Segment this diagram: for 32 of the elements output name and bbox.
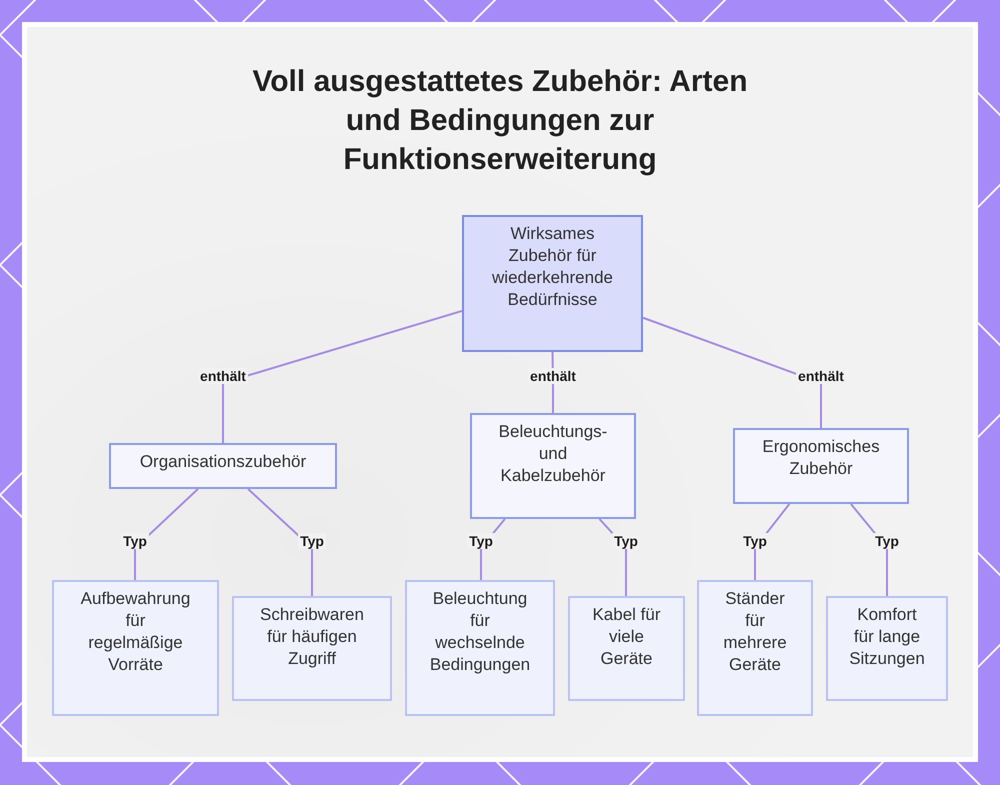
edge-label: Typ <box>741 533 769 549</box>
item-box <box>405 580 555 716</box>
node-label: Beleuchtungs- und Kabelzubehör <box>498 421 608 487</box>
diagram-title: Voll ausgestattetes Zubehör: Arten und Bedingungen zur Funktionserweiterung <box>251 64 749 178</box>
edge-label: Typ <box>873 533 901 549</box>
edge-label: Typ <box>612 533 640 549</box>
category-box <box>470 413 636 519</box>
node-label: Schreibwaren für häufigen Zugriff <box>259 604 365 670</box>
edge-label: enthält <box>198 368 248 384</box>
connector-line <box>642 316 822 428</box>
node-label: Beleuchtung für wechselnde Bedingungen <box>428 588 532 676</box>
item-box <box>52 580 219 716</box>
node-label: Ständer für mehrere Geräte <box>722 588 788 676</box>
connector-line <box>222 310 462 443</box>
node-label: Ergonomisches Zubehör <box>761 436 881 480</box>
node-label: Kabel für viele Geräte <box>591 604 662 670</box>
node-label: Wirksames Zubehör für wiederkehrende Bedürfnisse <box>491 223 614 311</box>
item-box <box>568 596 685 701</box>
root-box <box>462 215 643 352</box>
node-label: Organisationszubehör <box>138 451 308 473</box>
node-label: Aufbewahrung für regelmäßige Vorräte <box>80 588 192 676</box>
edge-label: enthält <box>796 368 846 384</box>
edge-label: Typ <box>467 533 495 549</box>
edge-label: enthält <box>528 368 578 384</box>
item-box <box>697 580 813 716</box>
category-box <box>109 443 337 489</box>
item-box <box>826 596 948 701</box>
item-box <box>232 596 392 701</box>
node-label: Komfort für lange Sitzungen <box>848 604 926 670</box>
edge-label: Typ <box>298 533 326 549</box>
category-box <box>733 428 909 504</box>
edge-label: Typ <box>121 533 149 549</box>
